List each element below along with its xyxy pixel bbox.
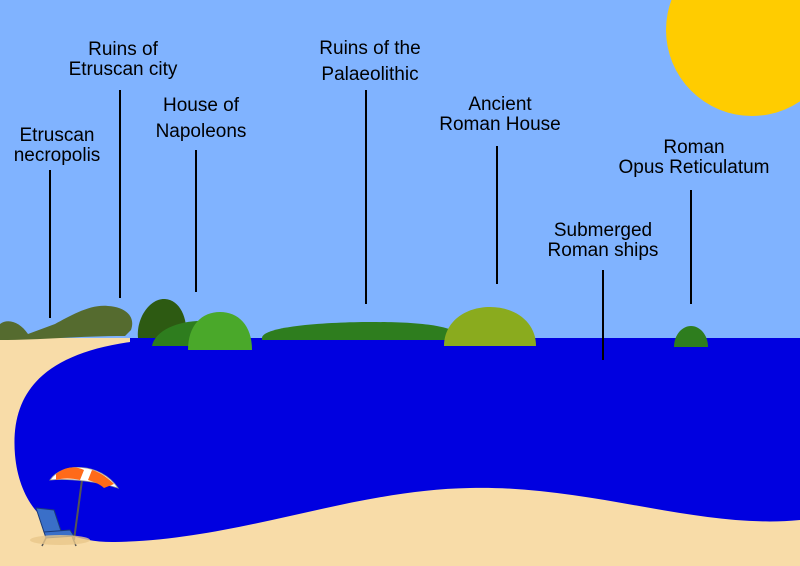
label-line: Etruscan city [68,59,178,80]
label-submerged-roman-ships: Submerged Roman ships [535,221,671,261]
label-ancient-roman-house: Ancient Roman House [430,95,570,135]
islet-opus-reticulatum [674,326,708,347]
label-roman-opus-reticulatum: Roman Opus Reticulatum [606,138,782,178]
label-ruins-etruscan-city: Ruins of Etruscan city [58,40,188,80]
label-line: Roman House [439,114,561,135]
label-line: Palaeolithic [321,64,419,85]
label-line: Roman [663,137,725,158]
sea [0,338,800,543]
hill-napoleons [188,312,252,350]
label-etruscan-necropolis: Etruscan necropolis [7,126,107,166]
label-line: Opus Reticulatum [618,157,770,178]
label-line: Ruins of the [319,38,421,59]
label-line: necropolis [13,145,101,166]
label-line: Roman ships [547,240,659,261]
label-line: Napoleons [155,121,247,142]
hill-necropolis [0,305,133,340]
label-line: Ruins of [88,39,158,60]
label-line: Etruscan [19,125,95,146]
label-line: House of [162,95,240,116]
beach-umbrella-icon [30,467,120,545]
sun-icon [666,0,800,116]
hill-roman-house [444,307,536,346]
label-house-of-napoleons: House of Napoleons [146,93,256,145]
island-palaeolithic [262,322,462,340]
label-ruins-palaeolithic: Ruins of the Palaeolithic [306,36,434,88]
label-line: Ancient [468,94,532,115]
label-line: Submerged [553,220,653,241]
